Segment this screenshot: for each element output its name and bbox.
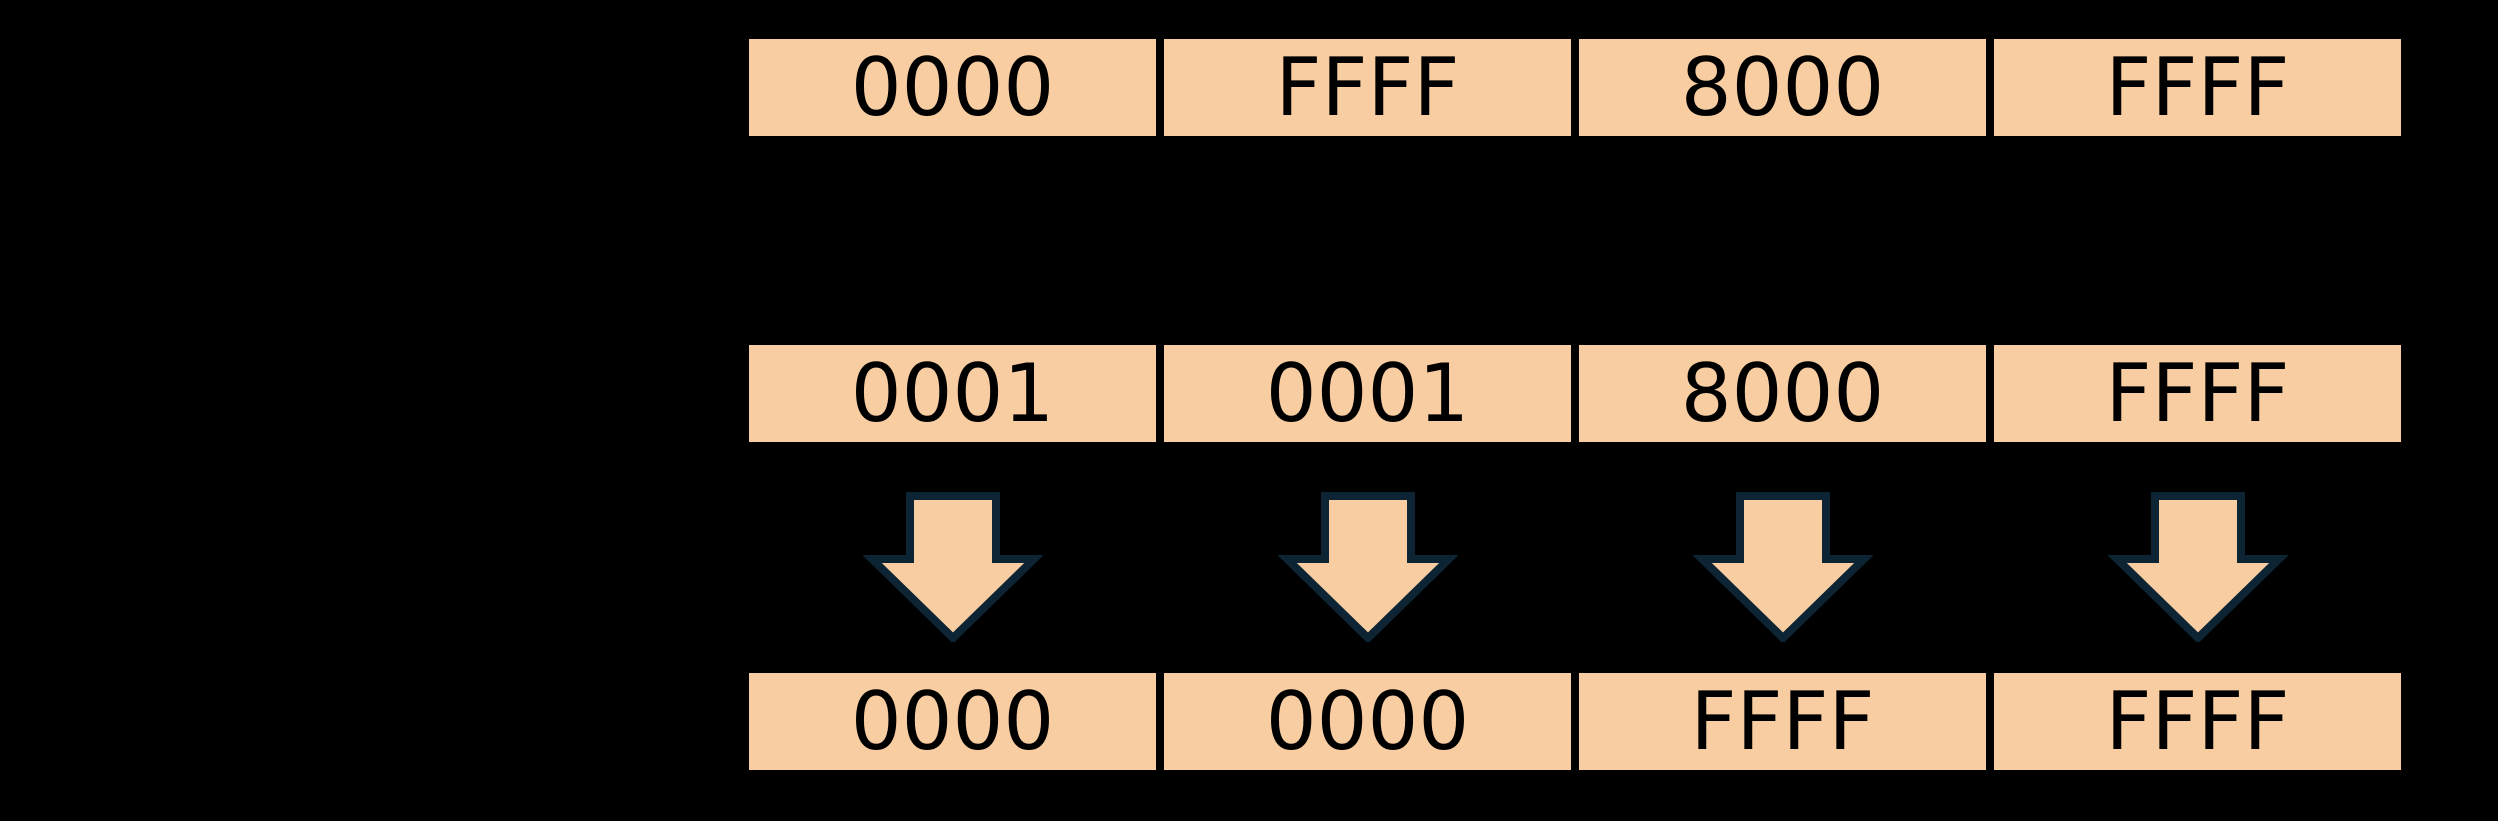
hex-cell: 0000	[1164, 673, 1571, 770]
hex-row-3: 0000 0000 FFFF FFFF	[749, 673, 2405, 770]
hex-cell: 8000	[1579, 39, 1986, 136]
hex-cell: FFFF	[1994, 345, 2401, 442]
hex-cell: FFFF	[1994, 673, 2401, 770]
hex-cell: 0001	[1164, 345, 1571, 442]
arrow-row	[749, 492, 2405, 644]
down-arrow-icon	[1579, 492, 1986, 644]
hex-cell: 0001	[749, 345, 1156, 442]
hex-cell: FFFF	[1579, 673, 1986, 770]
hex-row-1: 0000 FFFF 8000 FFFF	[749, 39, 2405, 136]
hex-cell: 8000	[1579, 345, 1986, 442]
down-arrow-icon	[749, 492, 1156, 644]
hex-cell: 0000	[749, 39, 1156, 136]
hex-cell: FFFF	[1164, 39, 1571, 136]
down-arrow-icon	[1164, 492, 1571, 644]
hex-cell: FFFF	[1994, 39, 2401, 136]
down-arrow-icon	[1994, 492, 2401, 644]
hex-cell: 0000	[749, 673, 1156, 770]
hex-row-2: 0001 0001 8000 FFFF	[749, 345, 2405, 442]
